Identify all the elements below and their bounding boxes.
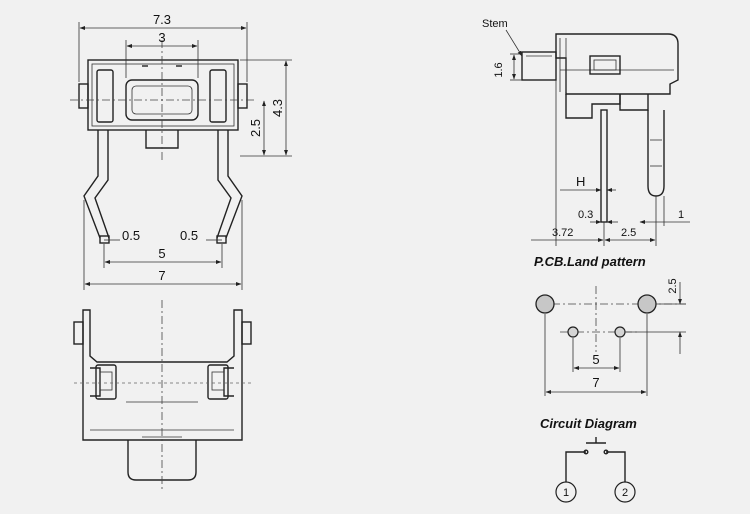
dim-lead-tip: 1 <box>678 209 684 221</box>
side-window-inner <box>593 59 617 71</box>
front-left-lead-inner <box>94 130 110 239</box>
bottom-right-clip-slot <box>211 371 225 391</box>
side-lower-notch <box>619 94 649 111</box>
front-left-lead-outer <box>83 130 101 239</box>
front-right-lead-inner <box>216 130 232 239</box>
dim-width-total: 7.3 <box>153 12 171 27</box>
dim-lead-left: 0.5 <box>122 228 140 243</box>
circuit-pin-2 <box>614 481 636 503</box>
bottom-left-lug <box>73 321 84 345</box>
dim-actuator-width: 3 <box>158 30 165 45</box>
circuit-title: Circuit Diagram <box>540 416 637 431</box>
land-pattern-title: P.CB.Land pattern <box>534 254 646 269</box>
front-right-lug <box>237 83 248 109</box>
dim-tab-pitch: 2.5 <box>621 227 636 239</box>
side-lower-body <box>565 94 621 119</box>
front-right-lead-tip <box>216 235 227 244</box>
dim-h-label: H <box>576 174 585 189</box>
stem <box>521 51 557 81</box>
dim-lead-right: 0.5 <box>180 228 198 243</box>
dim-outer-pitch: 7 <box>592 375 599 390</box>
circuit-diagram: Circuit Diagram 1 2 <box>540 416 637 503</box>
front-left-window <box>96 69 114 123</box>
dim-stem-height: 1.6 <box>493 62 505 77</box>
side-view: Stem 1.6 H 0.3 1 3.72 2.5 <box>482 18 690 246</box>
front-view: 7.3 3 4.3 2.5 0.5 0.5 5 7 <box>70 12 292 290</box>
bottom-right-clip <box>207 364 229 400</box>
bottom-frame-outline <box>82 309 243 441</box>
dim-center-height: 2.5 <box>248 119 263 137</box>
dim-lead-thickness: 0.3 <box>578 209 593 221</box>
land-pad-small-right <box>614 326 626 338</box>
front-right-lead-outer <box>225 130 243 239</box>
bottom-left-rail <box>90 367 101 397</box>
bottom-left-clip-slot <box>99 371 113 391</box>
dim-lead-pitch: 5 <box>158 246 165 261</box>
circuit-pin-1-label: 1 <box>563 487 569 499</box>
dim-height: 4.3 <box>270 99 285 117</box>
dim-lead-span: 7 <box>158 268 165 283</box>
circuit-wire-right <box>606 451 626 482</box>
side-lead <box>600 109 608 223</box>
circuit-contact-point <box>583 449 589 455</box>
bottom-right-rail <box>223 367 234 397</box>
pcb-land-pattern: P.CB.Land pattern 2.5 5 7 <box>534 254 686 396</box>
land-pad-large-left <box>535 294 555 314</box>
actuator-inner <box>131 85 193 115</box>
dim-body-offset: 3.72 <box>552 227 573 239</box>
circuit-contact-point <box>603 449 609 455</box>
bottom-left-clip <box>95 364 117 400</box>
land-pad-small-left <box>567 326 579 338</box>
dim-row-offset: 2.5 <box>667 278 679 293</box>
dim-inner-pitch: 5 <box>592 352 599 367</box>
circuit-pin-1 <box>555 481 577 503</box>
circuit-pin-2-label: 2 <box>622 487 628 499</box>
bottom-right-lug <box>241 321 252 345</box>
side-tab <box>647 110 665 197</box>
front-body-inner-outline <box>91 63 235 127</box>
circuit-wire-left <box>565 451 586 482</box>
front-left-lug <box>78 83 89 109</box>
land-pad-large-right <box>637 294 657 314</box>
bottom-view <box>73 300 252 492</box>
side-window <box>589 55 621 75</box>
stem-leader <box>505 29 523 57</box>
front-left-lead-tip <box>99 235 110 244</box>
stem-label: Stem <box>482 18 508 30</box>
front-right-window <box>209 69 227 123</box>
side-body-outline <box>555 33 679 95</box>
